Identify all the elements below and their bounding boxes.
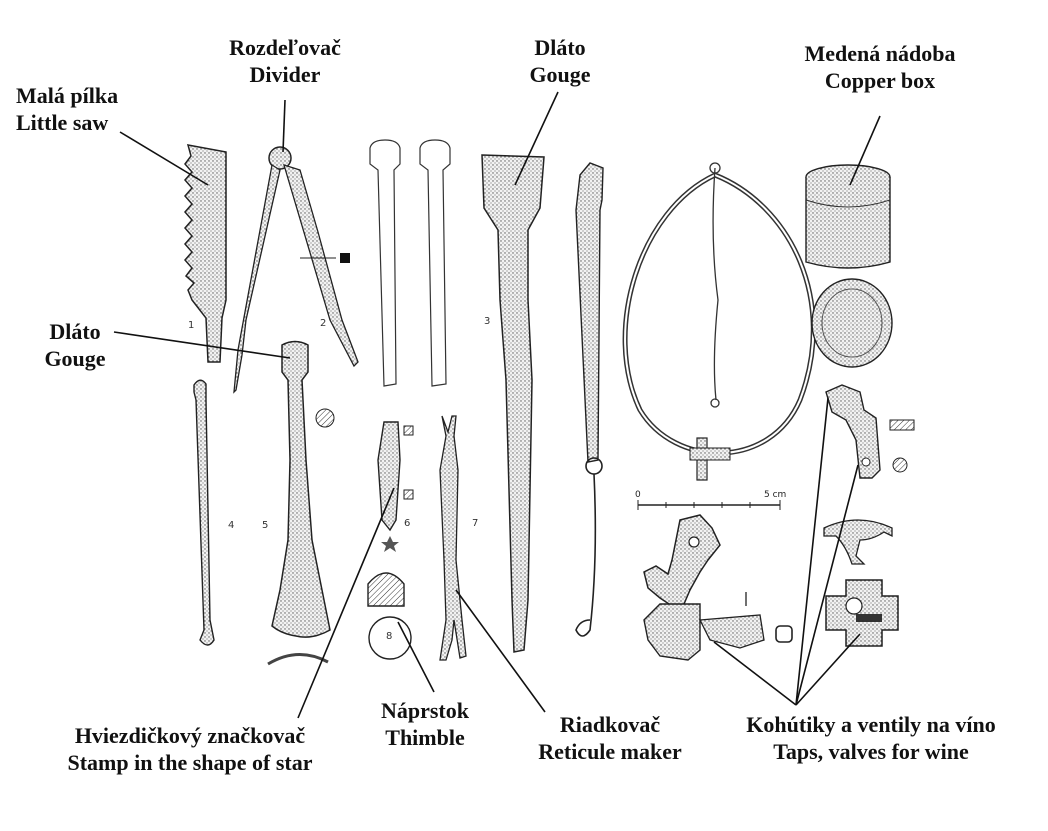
little-saw-drawing: [184, 144, 227, 363]
label-divider-sk: Rozdeľovač: [229, 35, 341, 60]
tweezers-drawing: [369, 139, 451, 387]
label-gouge-left: Dláto Gouge: [30, 318, 120, 372]
figure-number-7: 7: [472, 518, 479, 529]
label-thimble-sk: Náprstok: [380, 698, 469, 723]
hook-drawing: [193, 379, 215, 646]
tap-key-drawing: [823, 384, 915, 565]
figure-number-6: 6: [404, 518, 411, 529]
figure-number-3: 3: [484, 316, 491, 327]
awl-drawing: [575, 162, 604, 637]
rooster-tap-drawing: [643, 514, 793, 661]
label-copper-box: Medená nádoba Copper box: [780, 40, 980, 94]
leader-lines: [113, 91, 881, 719]
label-star-stamp-en: Stamp in the shape of star: [67, 750, 313, 775]
divider-drawing: [233, 146, 359, 394]
label-copper-box-sk: Medená nádoba: [804, 41, 956, 66]
scale-zero-label: 0: [635, 490, 641, 500]
wire-loop-drawing: [622, 162, 816, 481]
gouge-left-drawing: [267, 340, 335, 666]
figure-number-4: 4: [228, 520, 235, 531]
label-divider-en: Divider: [249, 62, 321, 87]
label-little-saw-sk: Malá pílka: [16, 83, 119, 108]
figure-number-2: 2: [320, 318, 327, 329]
scale-bar: [637, 500, 781, 510]
label-gouge-top-sk: Dláto: [534, 35, 586, 60]
label-star-stamp-sk: Hviezdičkový značkovač: [74, 723, 306, 748]
figure-number-1: 1: [188, 320, 195, 331]
label-taps-en: Taps, valves for wine: [773, 739, 969, 764]
label-taps-sk: Kohútiky a ventily na víno: [746, 712, 996, 737]
scale-five-label: 5 cm: [764, 490, 787, 500]
label-reticule-maker: Riadkovač Reticule maker: [515, 711, 705, 765]
gouge-top-drawing: [481, 154, 545, 653]
label-copper-box-en: Copper box: [824, 68, 936, 93]
copper-box-drawing: [805, 164, 893, 368]
label-taps: Kohútiky a ventily na víno Taps, valves …: [716, 711, 1026, 765]
label-gouge-top-en: Gouge: [529, 62, 591, 87]
figure-number-8: 8: [386, 631, 393, 642]
label-little-saw-en: Little saw: [16, 110, 109, 135]
label-divider: Rozdeľovač Divider: [210, 34, 360, 88]
label-reticule-maker-sk: Riadkovač: [559, 712, 661, 737]
reticule-maker-drawing: [439, 415, 467, 661]
star-stamp-drawing: [377, 421, 414, 552]
label-gouge-left-en: Gouge: [44, 346, 106, 371]
label-star-stamp: Hviezdičkový značkovač Stamp in the shap…: [30, 722, 350, 776]
label-thimble-en: Thimble: [385, 725, 465, 750]
label-gouge-top: Dláto Gouge: [505, 34, 615, 88]
figure-number-5: 5: [262, 520, 269, 531]
cross-valve-drawing: [825, 579, 899, 647]
label-thimble: Náprstok Thimble: [365, 697, 485, 751]
thimble-drawing: [367, 572, 412, 660]
label-gouge-left-sk: Dláto: [49, 319, 101, 344]
label-little-saw: Malá pílka Little saw: [16, 82, 118, 136]
label-reticule-maker-en: Reticule maker: [538, 739, 682, 764]
